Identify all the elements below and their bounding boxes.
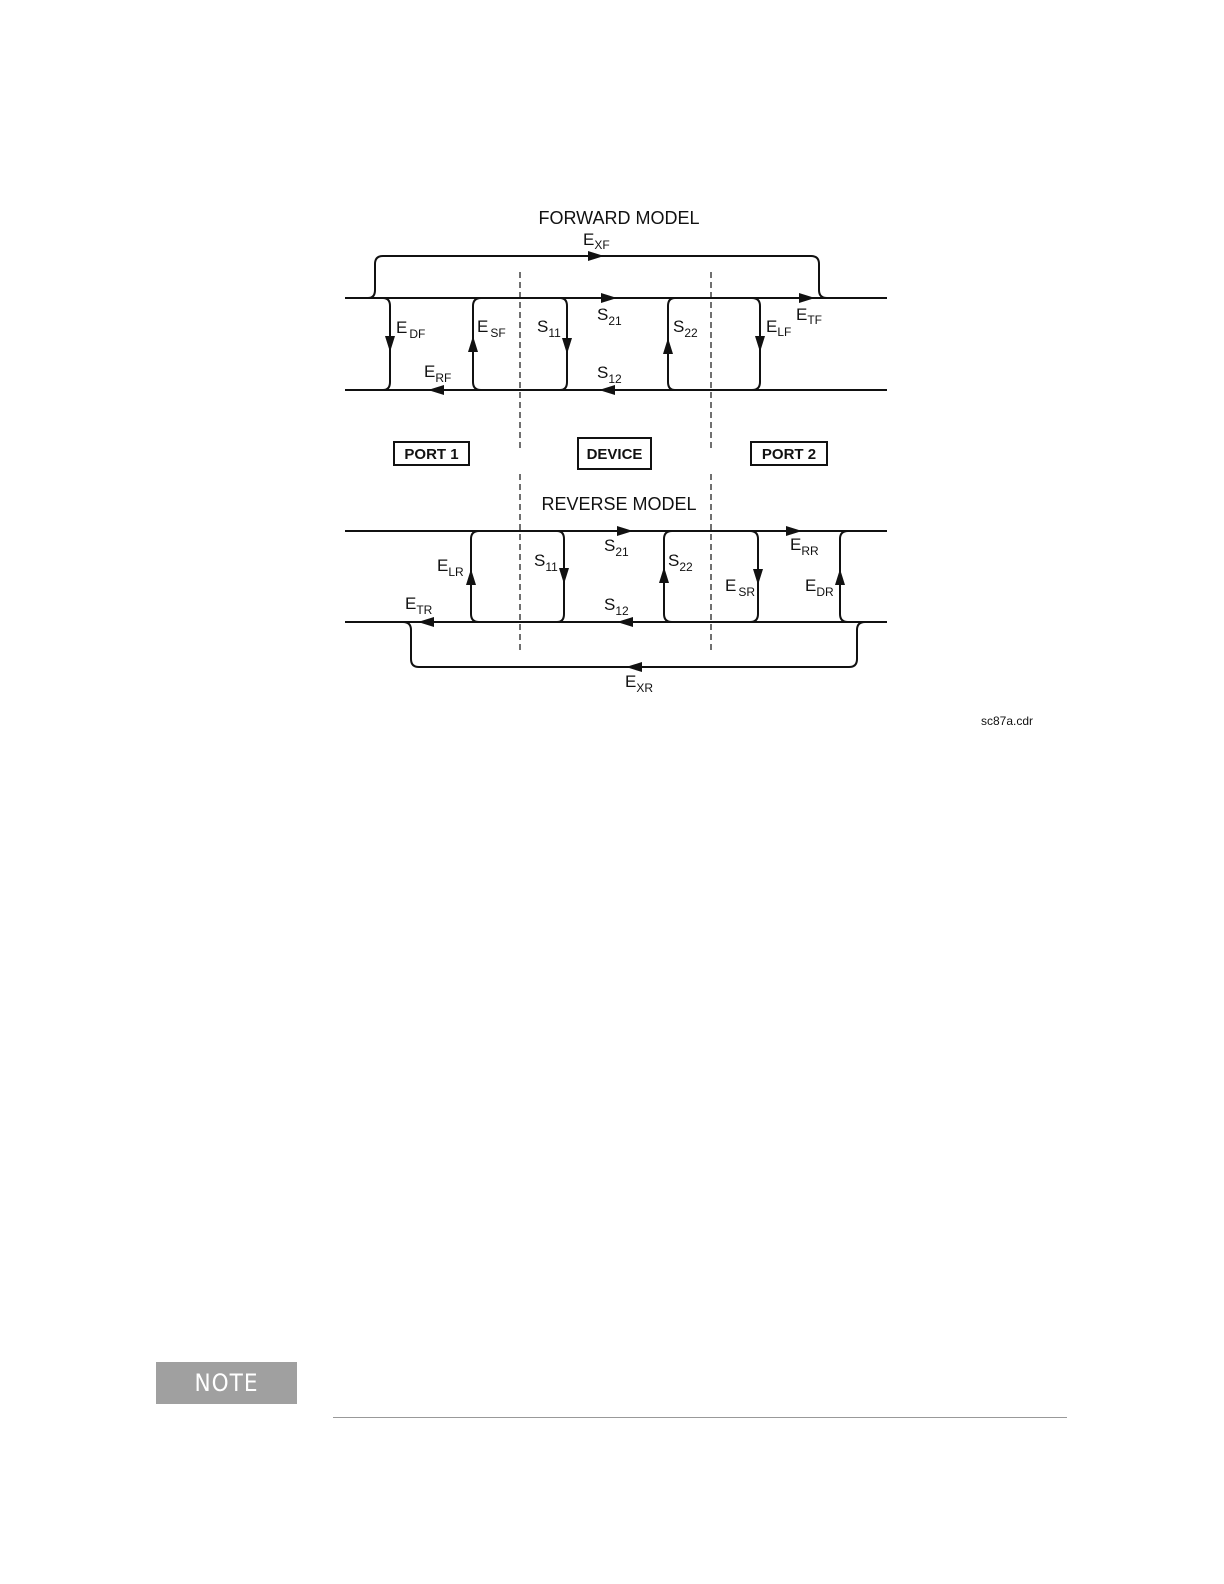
port2-label: PORT 2 bbox=[762, 446, 816, 463]
reverse-etr-arrow bbox=[418, 617, 434, 627]
reverse-elr-arrow bbox=[466, 569, 476, 585]
device-label: DEVICE bbox=[587, 446, 643, 463]
reverse-s11-arrow bbox=[559, 568, 569, 584]
note-tag: NOTE bbox=[156, 1362, 297, 1404]
label-s22-reverse: S22 bbox=[668, 551, 693, 574]
label-s12-forward: S12 bbox=[597, 363, 622, 386]
label-erf: ERF bbox=[424, 362, 451, 385]
forward-s12-arrow bbox=[599, 385, 615, 395]
reverse-s12-arrow bbox=[617, 617, 633, 627]
forward-esf-arrow bbox=[468, 336, 478, 352]
label-s22-forward: S22 bbox=[673, 317, 698, 340]
reverse-esr-arrow bbox=[753, 569, 763, 585]
note-divider bbox=[333, 1417, 1067, 1418]
port1-label: PORT 1 bbox=[404, 446, 458, 463]
label-etf: ETF bbox=[796, 305, 822, 327]
forward-exf-path bbox=[368, 256, 827, 298]
forward-s11-arrow bbox=[562, 338, 572, 354]
forward-exf-arrow bbox=[588, 251, 604, 261]
label-s12-reverse: S12 bbox=[604, 595, 629, 618]
figure-filename: sc87a.cdr bbox=[981, 714, 1033, 728]
forward-etf-arrow bbox=[799, 293, 815, 303]
label-s11-reverse: S11 bbox=[534, 551, 558, 574]
label-edr: EDR bbox=[805, 576, 834, 599]
label-etr: ETR bbox=[405, 594, 433, 617]
reverse-edr-arrow bbox=[835, 569, 845, 585]
forward-s22-arrow bbox=[663, 338, 673, 354]
label-s11-forward: S11 bbox=[537, 317, 561, 340]
reverse-exr-path bbox=[403, 622, 865, 667]
label-elf: ELF bbox=[766, 317, 791, 339]
forward-edf-arrow bbox=[385, 336, 395, 352]
label-s21-reverse: S21 bbox=[604, 536, 629, 559]
label-exf: EXF bbox=[583, 230, 610, 252]
label-err: ERR bbox=[790, 535, 819, 558]
reverse-model-title: REVERSE MODEL bbox=[541, 494, 696, 514]
forward-elf-arrow bbox=[755, 336, 765, 352]
forward-s21-arrow bbox=[601, 293, 617, 303]
label-exr: EXR bbox=[625, 672, 653, 695]
forward-erf-arrow bbox=[428, 385, 444, 395]
label-elr: ELR bbox=[437, 556, 464, 579]
reverse-s21-arrow bbox=[617, 526, 633, 536]
forward-model-title: FORWARD MODEL bbox=[538, 208, 699, 228]
label-s21-forward: S21 bbox=[597, 305, 622, 328]
reverse-exr-arrow bbox=[626, 662, 642, 672]
